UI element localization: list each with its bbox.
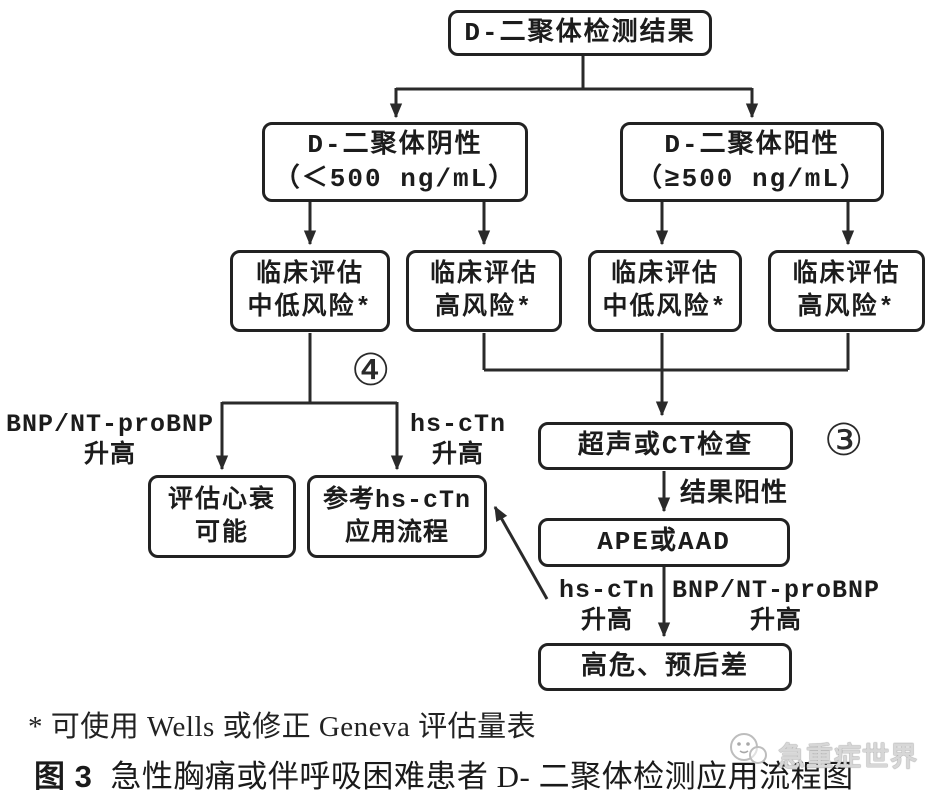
node-ddimer-result: D-二聚体检测结果 [448,10,712,56]
label-hscTn-elevated-bottom: hs-cTn 升高 [558,576,655,636]
node-label: D-二聚体阳性 [664,129,840,160]
watermark-text: 急重症世界 [778,742,918,772]
node-label: 高危、预后差 [580,651,749,682]
node-heart-failure: 评估心衰 可能 [148,475,296,558]
circled-3-label: ③ [824,415,864,466]
label-result-positive: 结果阳性 [680,479,789,509]
node-sublabel: 中低风险* [247,293,373,322]
node-high-risk-prognosis: 高危、预后差 [538,643,792,691]
node-neg-lowmid-risk: 临床评估 中低风险* [230,250,390,332]
node-sublabel: 高风险* [434,293,533,322]
node-ddimer-positive: D-二聚体阳性 （≥500 ng/mL） [620,122,884,202]
watermark-logo-icon [730,733,767,764]
node-label: 临床评估 [255,260,364,289]
label-bnp-elevated-bottom: BNP/NT-proBNP 升高 [671,576,881,636]
connector-merge-to-ct [482,333,850,372]
node-sublabel: （≥500 ng/mL） [635,164,869,194]
node-ddimer-negative: D-二聚体阴性 （＜500 ng/mL） [262,122,528,202]
node-ct-exam: 超声或CT检查 [538,422,793,470]
footnote-text: * 可使用 Wells 或修正 Geneva 评估量表 [28,711,537,743]
node-label: 评估心衰 [167,485,276,515]
node-neg-high-risk: 临床评估 高风险* [406,250,562,332]
node-label: 临床评估 [429,260,538,289]
node-ape-aad: APE或AAD [538,518,790,567]
connector-lowmid-split [222,333,397,405]
node-sublabel: 应用流程 [344,518,449,548]
node-label: 临床评估 [792,260,901,289]
node-label: APE或AAD [597,527,731,558]
node-label: 超声或CT检查 [577,430,754,461]
label-hscTn-elevated-left: hs-cTn 升高 [409,410,506,470]
node-sublabel: 中低风险* [602,293,728,322]
connector-top-split [396,56,752,91]
node-sublabel: 可能 [194,518,249,548]
connector-diagonal-to-hscTn-flow [493,505,549,600]
node-hscTn-flow: 参考hs-cTn 应用流程 [307,475,487,558]
node-label: D-二聚体阴性 [307,129,483,160]
label-bnp-elevated-left: BNP/NT-proBNP 升高 [5,410,215,470]
figure-caption: 图 3 急性胸痛或伴呼吸困难患者 D- 二聚体检测应用流程图 [34,751,854,794]
node-label: 临床评估 [610,260,719,289]
node-sublabel: 高风险* [797,293,896,322]
figure-number: 图 3 [34,759,93,794]
node-label: 参考hs-cTn [322,485,471,515]
node-pos-high-risk: 临床评估 高风险* [768,250,925,332]
circled-4-label: ④ [351,345,391,396]
watermark: 急重症世界 [722,731,918,774]
figure-title: 急性胸痛或伴呼吸困难患者 D- 二聚体检测应用流程图 [110,759,854,794]
node-sublabel: （＜500 ng/mL） [273,164,517,194]
node-label: D-二聚体检测结果 [464,17,696,48]
node-pos-lowmid-risk: 临床评估 中低风险* [588,250,742,332]
